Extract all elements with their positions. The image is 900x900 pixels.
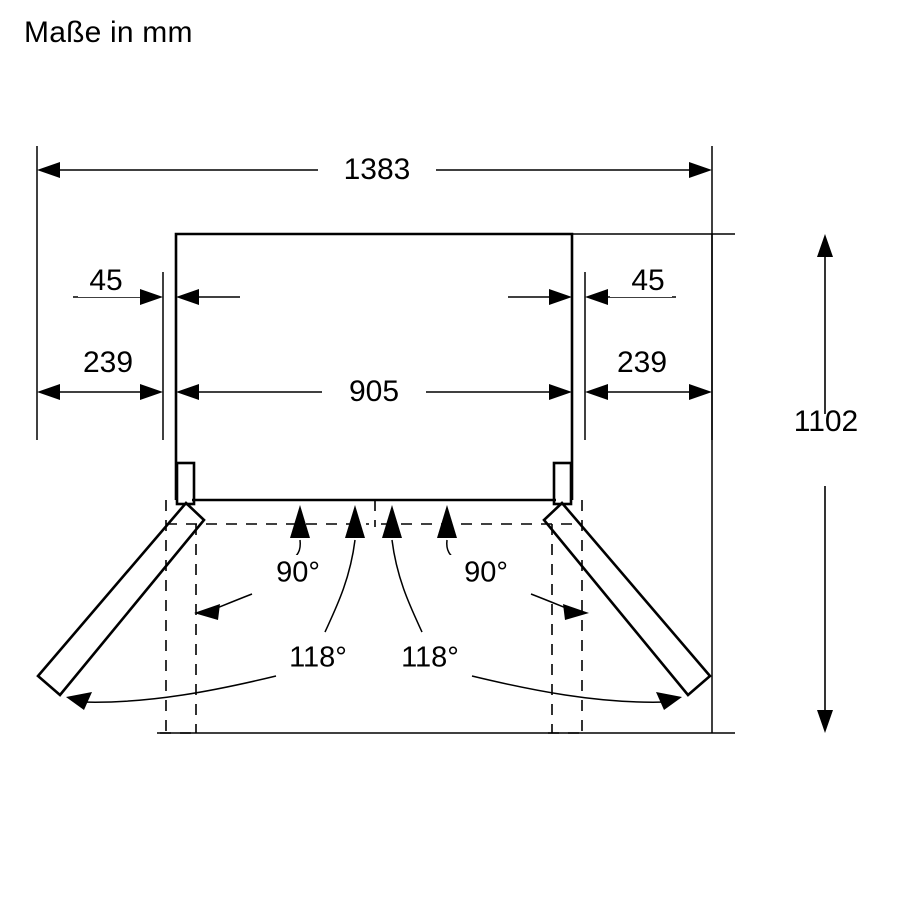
dimension-value-905: 905 [349, 375, 399, 408]
angle-value-right-118: 118° [401, 642, 459, 674]
dimension-value-1383: 1383 [344, 153, 411, 186]
dimension-left-door-depth: 239 [37, 345, 163, 400]
angle-annotation-right-90: 90° [432, 505, 589, 620]
door-footprint-dashed [160, 500, 588, 734]
angle-annotation-right-118: 118° [362, 505, 682, 710]
hinge-block-right [552, 461, 573, 506]
dimension-overall-width: 1383 [37, 152, 712, 188]
angle-value-right-90: 90° [464, 557, 508, 589]
extension-lines [36, 146, 735, 734]
door-leaf-left-open [36, 501, 206, 697]
dimension-left-gap: 45 [73, 263, 240, 305]
angle-value-left-118: 118° [289, 642, 347, 674]
hinge-block-left [175, 461, 196, 506]
angle-annotation-left-90: 90° [194, 505, 354, 620]
angle-annotation-left-118: 118° [66, 505, 386, 710]
dimension-overall-depth: 1102 [780, 234, 876, 733]
dimension-right-gap: 45 [508, 263, 676, 305]
dimension-value-1102-line1: 1102 [794, 405, 859, 438]
dimension-inner-width: 905 [176, 373, 572, 411]
dimension-value-left-239: 239 [83, 346, 133, 379]
cabinet-body-outline [174, 232, 574, 502]
dimension-right-door-depth: 239 [585, 345, 712, 400]
door-leaf-right-open [542, 501, 712, 697]
dimension-value-right-45: 45 [631, 264, 664, 297]
page-title: Maße in mm [24, 16, 193, 49]
dimension-value-right-239: 239 [617, 346, 667, 379]
angle-value-left-90: 90° [276, 557, 320, 589]
dimension-value-left-45: 45 [89, 264, 122, 297]
